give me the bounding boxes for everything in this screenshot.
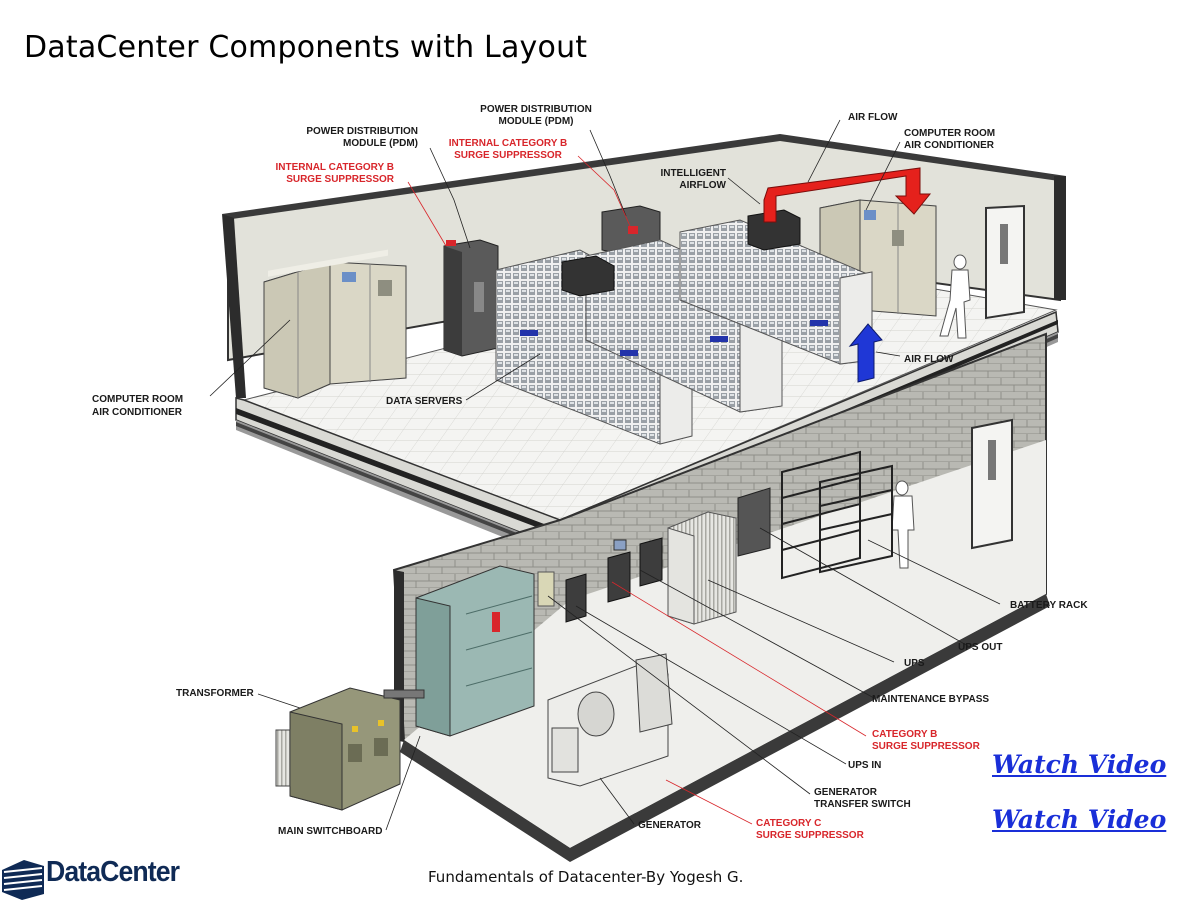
- label-category-b-1: CATEGORY B: [872, 729, 937, 740]
- label-crac-left-2: AIR CONDITIONER: [92, 407, 183, 418]
- label-gen-transfer-1: GENERATOR: [814, 787, 878, 798]
- footer-credit: Fundamentals of Datacenter-By Yogesh G.: [428, 868, 744, 886]
- label-crac-right-1: COMPUTER ROOM: [904, 128, 995, 139]
- label-pdm-center-2: MODULE (PDM): [499, 116, 574, 127]
- server-racks: [495, 209, 873, 445]
- label-battery-rack: BATTERY RACK: [1010, 600, 1088, 611]
- datacenter-logo-icon: [2, 860, 44, 900]
- airflow-blue-arrow: [848, 323, 883, 383]
- generator: [547, 653, 673, 787]
- label-ups: UPS: [904, 658, 925, 669]
- transformer: [275, 687, 425, 811]
- main-switchboard: [415, 565, 535, 737]
- page-title: DataCenter Components with Layout: [24, 30, 588, 65]
- door-upper: [985, 204, 1025, 320]
- label-main-switchboard: MAIN SWITCHBOARD: [278, 826, 382, 837]
- label-air-flow-right: AIR FLOW: [904, 354, 954, 365]
- maintenance-bypass-cabinet: [737, 487, 771, 557]
- label-category-c-2: SURGE SUPPRESSOR: [756, 830, 865, 841]
- callout-labels: POWER DISTRIBUTION MODULE (PDM) INTERNAL…: [92, 104, 1088, 841]
- logo-text: DataCenter: [46, 856, 180, 888]
- label-transformer: TRANSFORMER: [176, 688, 255, 699]
- label-ups-out: UPS OUT: [958, 642, 1002, 653]
- label-category-c-1: CATEGORY C: [756, 818, 821, 829]
- label-data-servers: DATA SERVERS: [386, 396, 463, 407]
- label-maintenance-bypass: MAINTENANCE BYPASS: [872, 694, 989, 705]
- label-crac-left-1: COMPUTER ROOM: [92, 394, 183, 405]
- label-category-b-2: SURGE SUPPRESSOR: [872, 741, 981, 752]
- label-surge-center-1: INTERNAL CATEGORY B: [449, 138, 568, 149]
- label-surge-left-1: INTERNAL CATEGORY B: [275, 162, 394, 173]
- watch-video-link-1[interactable]: Watch Video: [992, 750, 1167, 779]
- label-air-flow-top: AIR FLOW: [848, 112, 898, 123]
- label-pdm-center-1: POWER DISTRIBUTION: [480, 104, 592, 115]
- label-gen-transfer-2: TRANSFER SWITCH: [814, 799, 911, 810]
- label-ups-in: UPS IN: [848, 760, 881, 771]
- label-intelligent-airflow-2: AIRFLOW: [679, 180, 726, 191]
- wall-panels: [537, 537, 663, 623]
- label-generator: GENERATOR: [638, 820, 702, 831]
- label-crac-right-2: AIR CONDITIONER: [904, 140, 995, 151]
- airflow-red-arrow: [763, 167, 932, 223]
- label-intelligent-airflow-1: INTELLIGENT: [660, 168, 726, 179]
- label-surge-left-2: SURGE SUPPRESSOR: [286, 174, 395, 185]
- label-pdm-left-2: MODULE (PDM): [343, 138, 418, 149]
- leader-lines: [209, 119, 1001, 831]
- label-pdm-left-1: POWER DISTRIBUTION: [306, 126, 418, 137]
- ups-unit: [667, 511, 737, 625]
- watch-video-link-2[interactable]: Watch Video: [992, 805, 1167, 834]
- person-lower: [891, 480, 915, 569]
- person-upper: [939, 254, 971, 339]
- door-lower: [971, 418, 1013, 550]
- label-surge-center-2: SURGE SUPPRESSOR: [454, 150, 563, 161]
- battery-racks: [781, 450, 893, 580]
- crac-unit-left: [263, 249, 407, 399]
- pdm-left: [443, 239, 499, 357]
